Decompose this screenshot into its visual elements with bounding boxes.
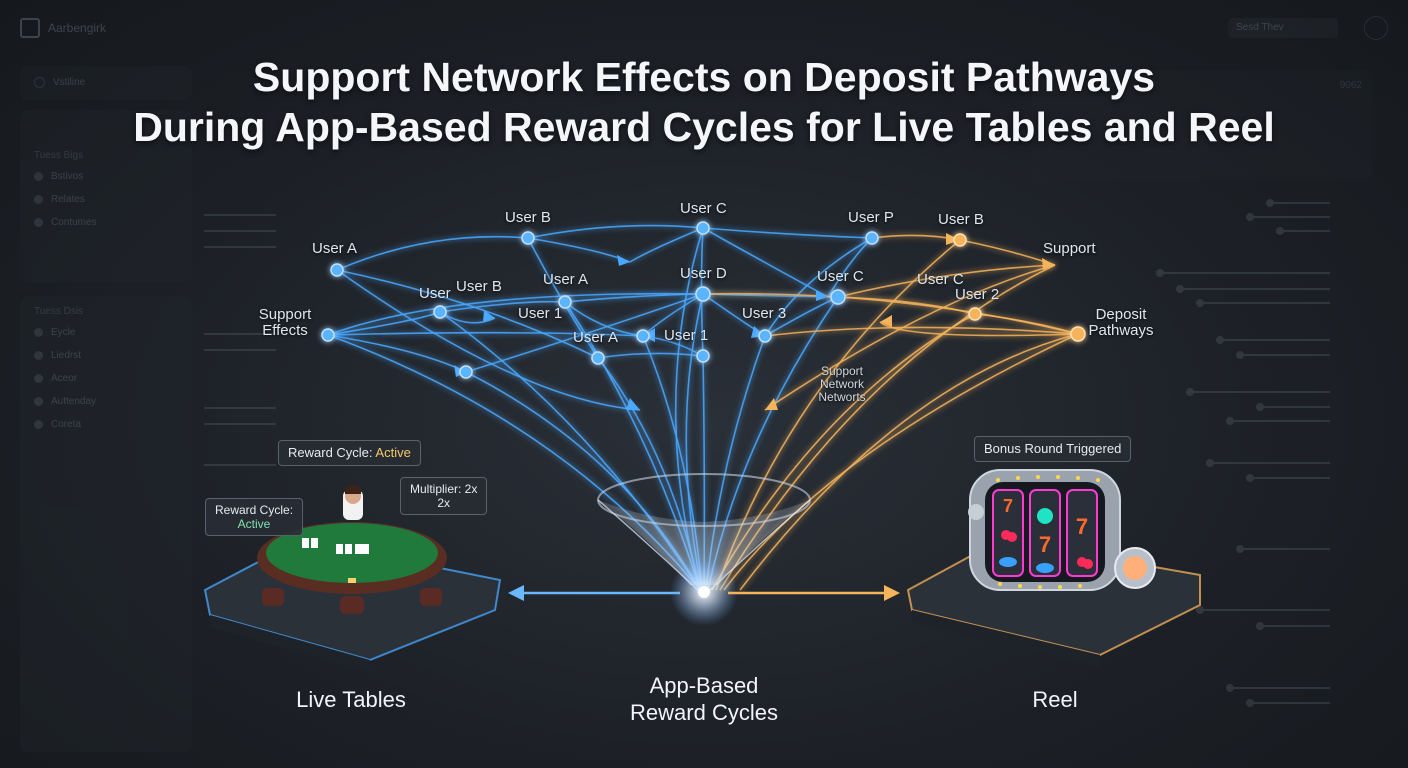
label-user-1-center: User 1 — [664, 327, 709, 344]
label-user-c-right: User C — [917, 271, 964, 288]
caption-reel: Reel — [1032, 687, 1078, 712]
label-user-c-top: User C — [680, 200, 727, 217]
card-icon — [345, 544, 352, 554]
gem-icon — [1037, 508, 1053, 524]
label-support-effects: Support Effects — [258, 306, 312, 339]
node-support-effects[interactable] — [321, 328, 335, 342]
sidebar-search-label: Vstiline — [53, 77, 86, 88]
label-user-a-mid: User A — [543, 271, 589, 288]
node-user-a-mid[interactable] — [558, 295, 572, 309]
sidebar-item[interactable]: Contumes — [20, 211, 192, 234]
bell-icon[interactable] — [1364, 16, 1388, 40]
sidebar-section-2: Tuess Dsis — [34, 306, 84, 317]
sidebar-item[interactable]: Aceor — [20, 367, 192, 390]
label-user-b-top: User B — [505, 209, 551, 226]
title-line-2: During App-Based Reward Cycles for Live … — [133, 104, 1275, 150]
label-user-1-left: User 1 — [518, 305, 563, 322]
card-icon — [336, 544, 343, 554]
reel-platform: 7 7 7 — [906, 469, 1201, 667]
page-title: Support Network Effects on Deposit Pathw… — [0, 52, 1408, 152]
arrow-left-icon — [508, 585, 524, 601]
sidebar-group-2: Tuess Dsis Eycle Liedrst Aceor Auttenday… — [20, 296, 192, 752]
card-icon — [355, 544, 362, 554]
sidebar-group-1: Tuess Bigs Bstivos Relates Contumes — [20, 110, 192, 282]
label-user-a-left: User A — [312, 240, 358, 257]
card-icon — [302, 538, 309, 548]
node-center-low[interactable] — [696, 349, 710, 363]
card-icon — [311, 538, 318, 548]
node-user-1-center[interactable] — [636, 329, 650, 343]
label-user-3: User 3 — [742, 305, 787, 322]
caption-app-based: App-Based Reward Cycles — [630, 673, 778, 725]
node-user-a-left[interactable] — [330, 263, 344, 277]
label-user-2: User 2 — [955, 286, 1000, 303]
label-user-d: User D — [680, 265, 727, 282]
arrow-right-icon — [884, 585, 900, 601]
sidebar-item[interactable]: Auttenday — [20, 390, 192, 413]
label-user-left: User — [419, 285, 451, 302]
seven-icon: 7 — [1039, 532, 1051, 557]
logo-icon — [20, 18, 40, 38]
sidebar-item[interactable]: Relates — [20, 188, 192, 211]
app-name: Aarbengirk — [48, 21, 107, 35]
app-logo: Aarbengirk — [20, 18, 106, 38]
label-user-c-mid: User C — [817, 268, 864, 285]
seven-icon: 7 — [1003, 496, 1013, 516]
label-user-p: User P — [848, 209, 894, 226]
sidebar-item[interactable]: Liedrst — [20, 344, 192, 367]
node-user-p[interactable] — [865, 231, 879, 245]
node-user-b-right[interactable] — [953, 233, 967, 247]
node-user-c-mid[interactable] — [830, 289, 846, 305]
label-support-right: Support — [1043, 240, 1096, 257]
node-user-a-low[interactable] — [591, 351, 605, 365]
reward-cycle-badge-top: Reward Cycle: Active — [278, 440, 421, 466]
right-panel: 9062 — [1032, 70, 1372, 180]
top-dropdown[interactable]: Sesd Thev — [1228, 18, 1338, 38]
node-deposit-pathways[interactable] — [1070, 326, 1086, 342]
label-support-network: Support Network Networts — [818, 364, 866, 404]
sidebar-item[interactable]: Bstivos — [20, 165, 192, 188]
horizontal-arrows — [508, 585, 900, 601]
sidebar-item[interactable]: Coreta — [20, 413, 192, 436]
node-user-3[interactable] — [758, 329, 772, 343]
reward-cycle-badge-left: Reward Cycle:Active — [205, 498, 304, 536]
sidebar-search[interactable]: Vstiline — [20, 66, 192, 100]
caption-live-tables: Live Tables — [296, 687, 406, 712]
label-deposit-pathways: Deposit Pathways — [1088, 306, 1154, 339]
label-user-b-right: User B — [938, 211, 984, 228]
dot-icon — [34, 172, 43, 181]
sidebar-section-1: Tuess Bigs — [34, 150, 84, 161]
seven-icon: 7 — [1076, 514, 1088, 539]
card-icon — [362, 544, 369, 554]
node-lower-left[interactable] — [459, 365, 473, 379]
node-user-b-top[interactable] — [521, 231, 535, 245]
node-user-b-mid[interactable] — [433, 305, 447, 319]
label-user-a-low: User A — [573, 329, 619, 346]
bonus-round-badge: Bonus Round Triggered — [974, 436, 1132, 462]
node-user-c-top[interactable] — [696, 221, 710, 235]
node-dots — [321, 221, 1086, 379]
right-panel-value: 9062 — [1339, 80, 1362, 91]
live-tables-platform — [203, 484, 502, 672]
node-user-2[interactable] — [968, 307, 982, 321]
node-user-d[interactable] — [695, 286, 711, 302]
heart-icon — [34, 218, 43, 227]
title-line-1: Support Network Effects on Deposit Pathw… — [252, 54, 1156, 100]
heart-icon — [34, 195, 43, 204]
sidebar-item[interactable]: Eycle — [20, 321, 192, 344]
funnel — [597, 473, 811, 626]
label-user-b-mid: User B — [456, 278, 502, 295]
